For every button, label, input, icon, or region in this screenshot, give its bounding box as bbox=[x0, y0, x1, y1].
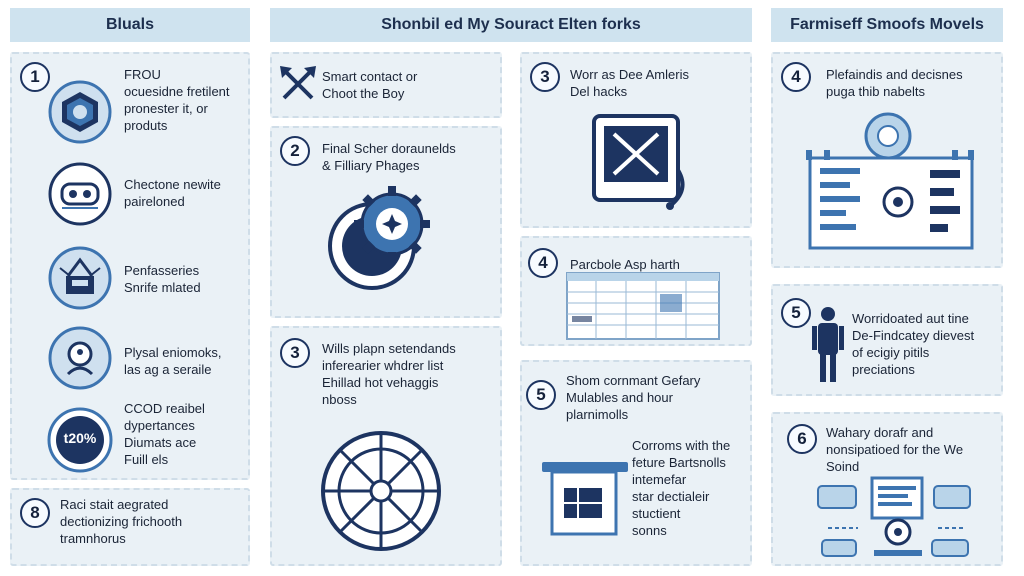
step-badge-8: 8 bbox=[20, 498, 50, 528]
mid-b-text-3: Shom cornmant Gefary Mulables and hour p… bbox=[566, 373, 701, 422]
step-badge-3b: 3 bbox=[530, 62, 560, 92]
gear-icon bbox=[326, 182, 436, 292]
right-text-2: Worridoated aut tine De-Findcatey dieves… bbox=[852, 311, 975, 377]
step-badge-5r: 5 bbox=[781, 298, 811, 328]
header-right: Farmiseff Smoofs Movels bbox=[771, 8, 1003, 42]
cross-arrows-icon bbox=[278, 64, 318, 104]
left-item-3: Penfasseries Snrife mlated bbox=[124, 263, 201, 295]
spreadsheet-icon bbox=[566, 272, 720, 340]
step-badge-6: 6 bbox=[787, 424, 817, 454]
left-item-2: Chectone newite paireloned bbox=[124, 177, 221, 209]
machine-icon bbox=[48, 246, 112, 310]
left-item-5: CCOD reaibel dypertances Diumats ace Fui… bbox=[124, 401, 205, 467]
left-panel bbox=[10, 52, 250, 480]
left-bottom-text: Raci stait aegrated dectionizing frichoo… bbox=[60, 497, 183, 546]
person-icon bbox=[812, 306, 844, 386]
header-middle: Shonbil ed My Souract Elten forks bbox=[270, 8, 752, 42]
left-item-4: Plysal eniomoks, las ag a seraile bbox=[124, 345, 222, 377]
step-badge-3: 3 bbox=[280, 338, 310, 368]
mid-b-text-2: Parcbole Asp harth bbox=[570, 257, 680, 272]
step-badge-4: 4 bbox=[528, 248, 558, 278]
left-bottom-panel bbox=[10, 488, 250, 566]
glasses-icon bbox=[48, 162, 112, 226]
mid-b-text-4: Corroms with the feture Bartsnolls intem… bbox=[632, 438, 731, 538]
badge-shield-icon bbox=[48, 80, 112, 144]
left-item-1: FROU ocuesidne fretilent pronester it, o… bbox=[124, 67, 230, 133]
network-devices-icon bbox=[814, 472, 974, 562]
mid-a-text-1: Smart contact or Choot the Boy bbox=[322, 69, 418, 101]
right-text-1: Plefaindis and decisnes puga thib nabelt… bbox=[826, 67, 963, 99]
mid-a-panel-1 bbox=[270, 52, 502, 118]
header-left: Bluals bbox=[10, 8, 250, 42]
step-badge-4r: 4 bbox=[781, 62, 811, 92]
control-panel-icon bbox=[806, 110, 976, 252]
percent-badge-text: t20% bbox=[63, 430, 97, 446]
card-list-icon bbox=[540, 458, 630, 538]
right-text-3: Wahary dorafr and nonsipatioed for the W… bbox=[826, 425, 964, 474]
mid-b-text-1: Worr as Dee Amleris Del hacks bbox=[570, 67, 689, 99]
percent-badge-icon bbox=[46, 406, 114, 474]
right-panel-2 bbox=[771, 284, 1003, 396]
mid-a-text-3: Wills plapn setendands inferearier whdre… bbox=[322, 341, 456, 407]
step-badge-1: 1 bbox=[20, 62, 50, 92]
step-badge-2: 2 bbox=[280, 136, 310, 166]
mid-a-text-2: Final Scher doraunelds & Filliary Phages bbox=[322, 141, 456, 173]
step-badge-5: 5 bbox=[526, 380, 556, 410]
screen-x-icon bbox=[586, 110, 694, 214]
wheel-icon bbox=[318, 428, 444, 554]
person-circle-icon bbox=[48, 326, 112, 390]
